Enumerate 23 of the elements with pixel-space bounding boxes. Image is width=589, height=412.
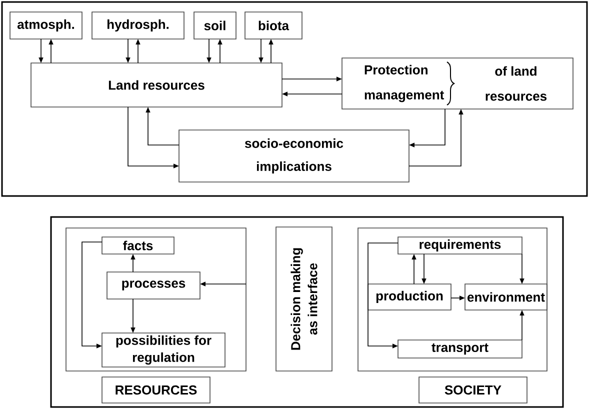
process-box: Decision making as interface [276, 226, 332, 372]
elbow-arrow [82, 242, 102, 348]
process-box: soil [194, 12, 236, 40]
process-box: Protection management of land resources [342, 58, 574, 110]
process-box: atmosph. [10, 12, 82, 40]
elbow-arrow [368, 242, 398, 348]
process-box: facts [102, 236, 174, 254]
process-box: requirements [398, 236, 522, 254]
process-box: environment [464, 284, 548, 310]
label-box: SOCIETY [418, 376, 528, 404]
process-box: Land resources [30, 62, 282, 108]
group-box [358, 228, 548, 372]
process-box: hydrosph. [92, 12, 184, 40]
process-box: possibilities for regulation [102, 332, 226, 368]
process-box: biota [244, 12, 302, 40]
process-box: processes [106, 272, 200, 300]
panel-frame [50, 216, 564, 408]
panel-frame [1, 1, 588, 197]
process-box: socio-economic implications [178, 130, 410, 182]
process-box: production [368, 284, 452, 310]
process-box: transport [398, 340, 522, 358]
group-box [66, 228, 246, 372]
label-box: RESOURCES [102, 376, 210, 404]
